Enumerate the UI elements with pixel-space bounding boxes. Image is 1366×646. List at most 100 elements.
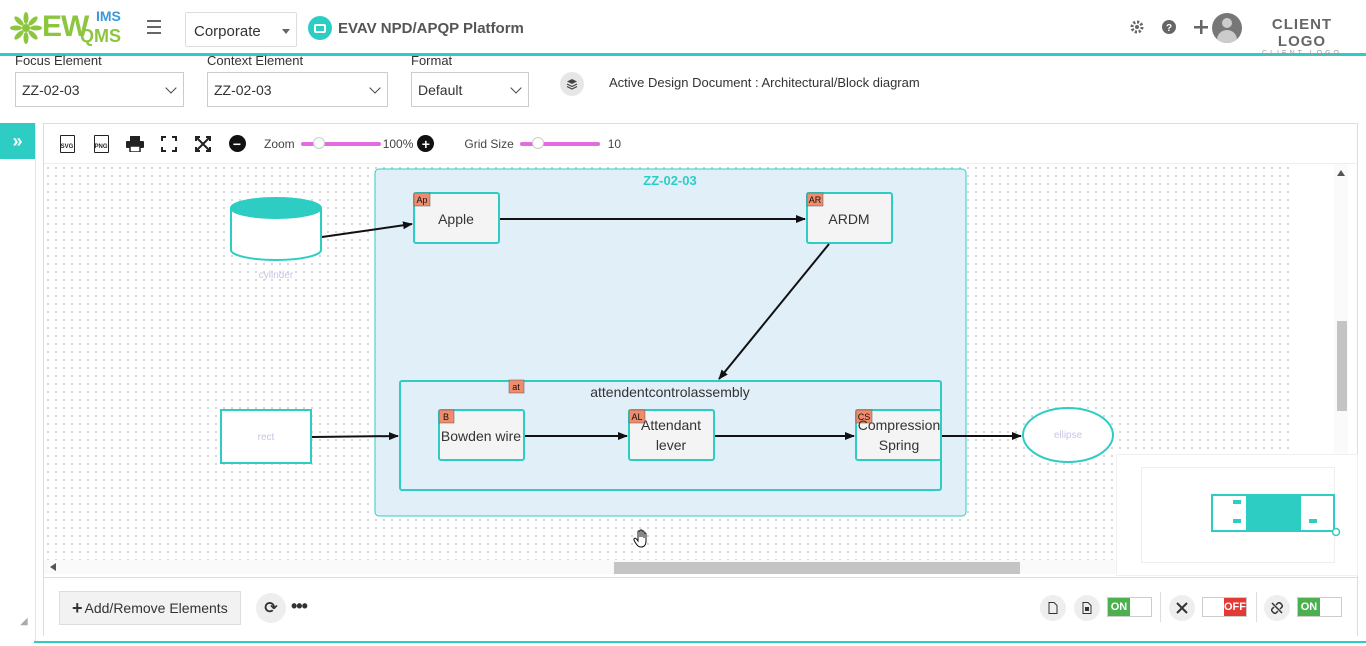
plant-select[interactable]: Corporate — [185, 12, 297, 47]
node-attendant-lever[interactable] — [628, 409, 715, 461]
diagram-canvas[interactable]: ZZ-02-03 cylinder Ap Apple AR ARDM at at… — [44, 164, 1294, 574]
chevron-down-icon — [369, 82, 381, 94]
diagram-minimap[interactable] — [1116, 454, 1358, 576]
filters-bar: Focus Element ZZ-02-03 Context Element Z… — [0, 53, 1366, 114]
ellipse-label: ellipse — [1054, 430, 1083, 441]
monitor-icon — [308, 16, 332, 40]
label-line: lever — [656, 437, 687, 453]
node-apple[interactable] — [413, 192, 500, 244]
subgroup-badge-text: at — [512, 382, 520, 392]
document-edit-icon[interactable] — [1074, 595, 1100, 621]
vertical-scroll-thumb[interactable] — [1337, 321, 1347, 411]
ellipse-shape[interactable] — [1022, 407, 1114, 463]
platform-title: EVAV NPD/APQP Platform — [308, 16, 524, 40]
resize-grip-icon[interactable]: ◢ — [20, 616, 28, 627]
node-ardm-label: ARDM — [828, 211, 869, 227]
caret-down-icon — [282, 29, 290, 34]
plus-icon[interactable] — [1192, 18, 1210, 36]
ewqms-logo[interactable]: EW IMS QMS — [10, 8, 130, 48]
platform-title-text: EVAV NPD/APQP Platform — [338, 19, 524, 37]
expand-sidebar-button[interactable]: » — [0, 123, 35, 159]
node-lever-badge-text: AL — [631, 412, 642, 422]
gear-icon[interactable] — [1128, 18, 1146, 36]
fit-to-screen-icon[interactable] — [192, 133, 214, 155]
node-ardm[interactable] — [806, 192, 893, 244]
scroll-up-arrow-icon[interactable] — [1337, 170, 1345, 176]
layers-icon[interactable] — [560, 72, 584, 96]
label-line: Attendant — [641, 417, 701, 433]
divider — [1256, 592, 1257, 622]
block-diagram: ZZ-02-03 cylinder Ap Apple AR ARDM at at… — [220, 168, 1114, 548]
document-icon[interactable] — [1040, 595, 1066, 621]
add-remove-elements-label: Add/Remove Elements — [84, 600, 228, 616]
node-spring-badge-text: CS — [858, 412, 871, 422]
add-remove-elements-button[interactable]: + Add/Remove Elements — [59, 591, 241, 625]
toggle-2-state: OFF — [1224, 598, 1246, 616]
grid-size-slider[interactable] — [519, 136, 600, 149]
node-bowden-label: Bowden wire — [441, 428, 521, 444]
export-png-button[interactable]: PNG — [90, 133, 112, 155]
cylinder-shape[interactable] — [230, 197, 322, 261]
node-ardm-badge — [806, 192, 824, 207]
rect-shape[interactable] — [220, 409, 312, 464]
client-logo: CLIENT LOGO CLIENT LOGO — [1256, 16, 1348, 57]
label-line: Compression — [858, 417, 940, 433]
plus-icon: + — [72, 597, 83, 618]
toggle-2[interactable]: OFF — [1202, 597, 1247, 617]
footer-accent-line — [34, 641, 1366, 643]
export-svg-button[interactable]: SVG — [56, 133, 78, 155]
format-label: Format — [411, 53, 453, 68]
help-icon[interactable]: ? — [1160, 18, 1178, 36]
horizontal-scrollbar[interactable] — [44, 560, 1119, 574]
user-avatar[interactable] — [1212, 13, 1242, 43]
rect-label: rect — [258, 432, 275, 443]
zoom-label: Zoom — [264, 136, 295, 151]
format-select[interactable]: Default — [411, 72, 529, 107]
focus-element-field: Focus Element ZZ-02-03 — [15, 53, 184, 107]
tools-icon[interactable] — [1169, 595, 1195, 621]
focus-element-value: ZZ-02-03 — [22, 82, 80, 98]
chevron-down-icon — [510, 82, 522, 94]
node-apple-badge-text: Ap — [416, 195, 427, 205]
zoom-out-button[interactable]: − — [226, 133, 248, 155]
hand-cursor-icon — [633, 529, 647, 548]
more-options-icon[interactable]: ••• — [291, 596, 308, 616]
svg-file-icon: SVG — [59, 134, 75, 153]
node-bowden-wire[interactable] — [438, 409, 525, 461]
menu-hamburger-icon[interactable] — [147, 20, 161, 34]
context-element-label: Context Element — [207, 53, 304, 68]
edge-ardm-subgroup[interactable] — [718, 243, 830, 380]
refresh-icon[interactable]: ⟳ — [256, 593, 286, 623]
horizontal-scroll-thumb[interactable] — [614, 562, 1020, 574]
edge-cylinder-apple[interactable] — [321, 221, 413, 238]
toggle-3[interactable]: ON — [1297, 597, 1342, 617]
node-bowden-badge — [438, 409, 455, 424]
scroll-left-arrow-icon[interactable] — [50, 563, 56, 571]
node-compression-spring[interactable] — [855, 409, 942, 461]
context-element-select[interactable]: ZZ-02-03 — [207, 72, 388, 107]
toggle-1[interactable]: ON — [1107, 597, 1152, 617]
format-value: Default — [418, 82, 463, 98]
focus-element-label: Focus Element — [15, 53, 102, 68]
app-header: EW IMS QMS Corporate EVAV NPD/APQP Platf… — [0, 0, 1366, 57]
zoom-slider[interactable] — [300, 136, 381, 149]
logo-ims-text: IMS — [96, 8, 121, 24]
node-bowden-badge-text: B — [443, 412, 449, 422]
print-icon[interactable] — [124, 133, 146, 155]
focus-element-select[interactable]: ZZ-02-03 — [15, 72, 184, 107]
diagram-bottom-bar: + Add/Remove Elements ⟳ ••• ON OFF ON — [44, 577, 1357, 637]
label-line: Spring — [879, 437, 919, 453]
fullscreen-icon[interactable] — [158, 133, 180, 155]
side-panel-strip — [0, 123, 36, 643]
zoom-in-button[interactable]: + — [417, 135, 435, 152]
cylinder-label: cylinder — [259, 270, 294, 281]
edge-rect-subgroup[interactable] — [311, 432, 399, 441]
chevron-down-icon — [165, 82, 177, 94]
divider — [1160, 592, 1161, 622]
grid-size-slider-handle[interactable] — [531, 136, 544, 149]
zoom-slider-handle[interactable] — [312, 136, 325, 149]
unlink-icon[interactable] — [1264, 595, 1290, 621]
zoom-value: 100% — [382, 136, 414, 151]
minus-icon: − — [228, 135, 246, 152]
